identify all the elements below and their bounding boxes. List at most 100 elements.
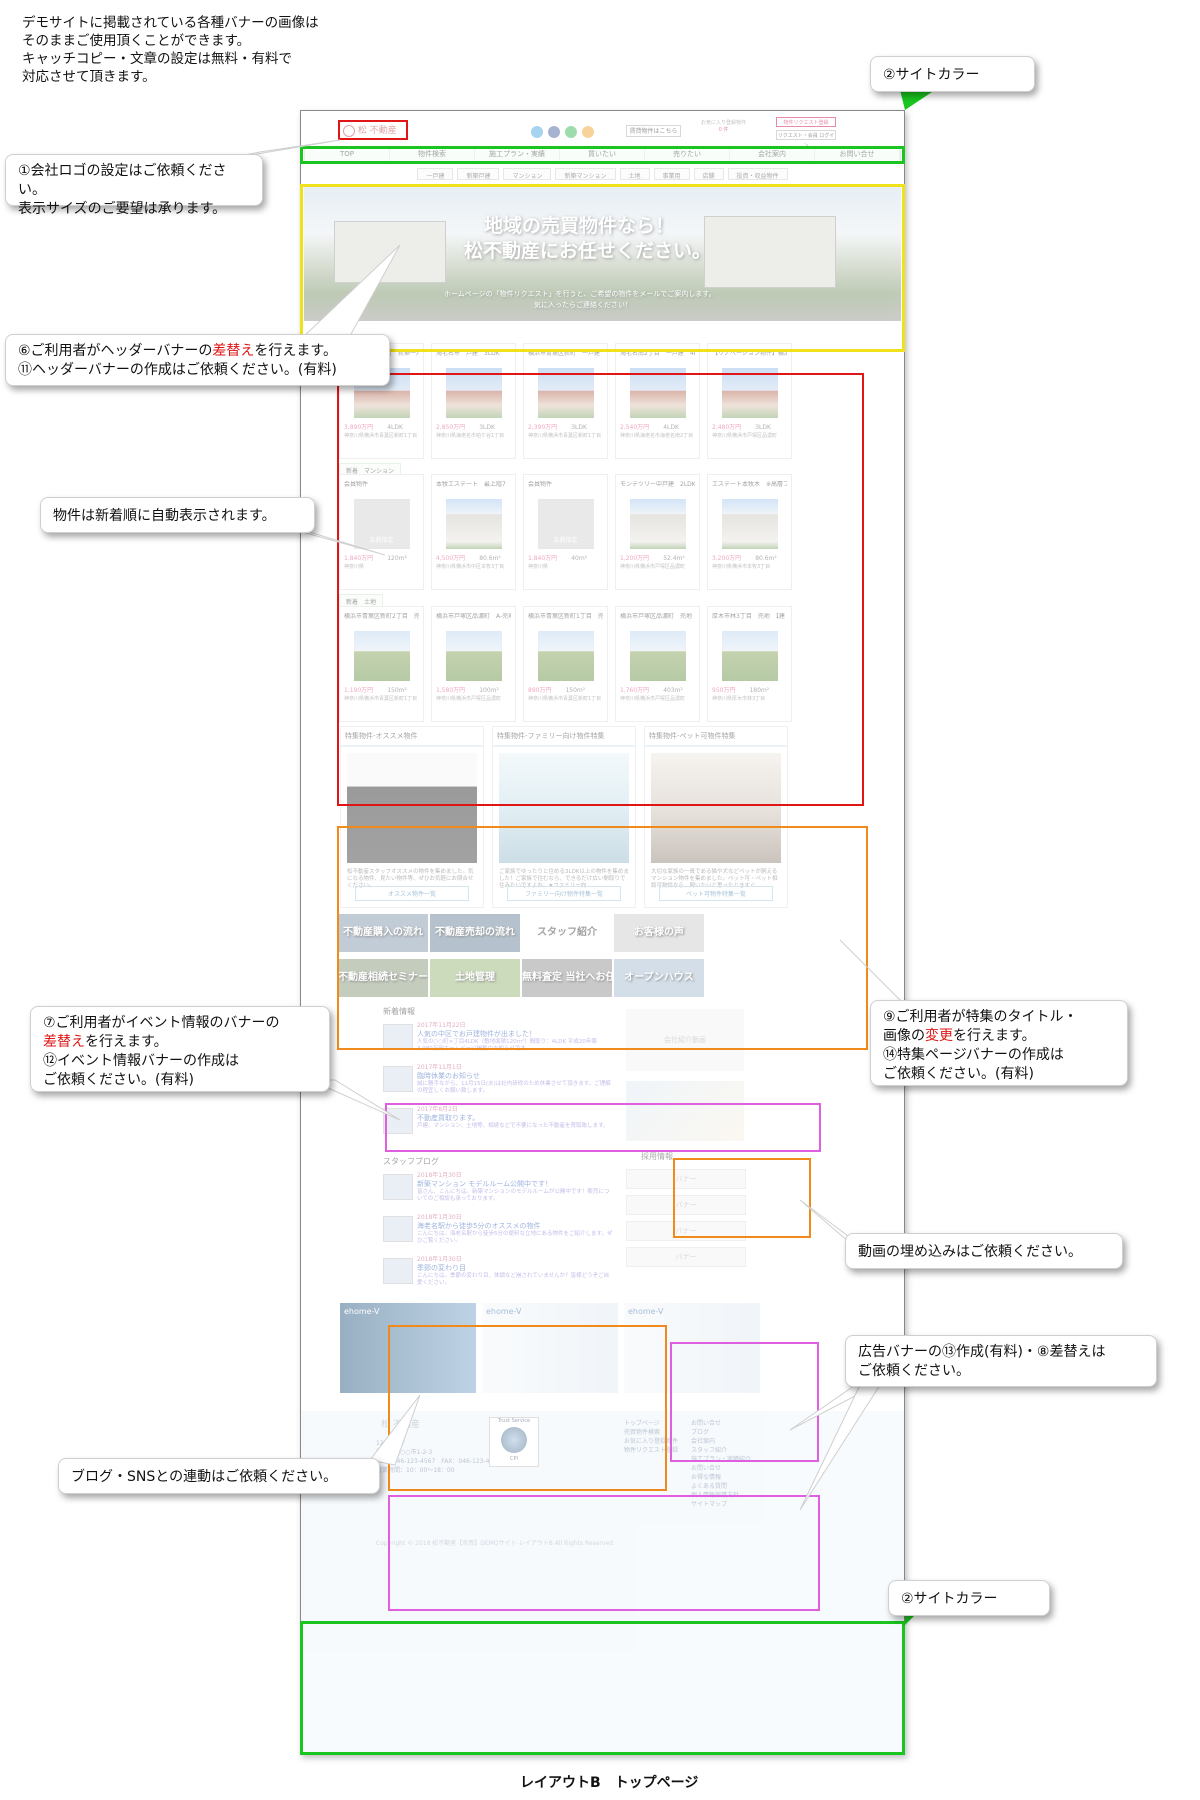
- event-banner[interactable]: 無料査定 当社へお任せください: [522, 959, 612, 997]
- list-title-link[interactable]: 海老名駅から徒歩5分のオススメの物件: [417, 1222, 541, 1230]
- sub-nav-item[interactable]: 一戸建: [417, 168, 454, 180]
- footer-link[interactable]: お問い合せ: [691, 1420, 722, 1427]
- event-banner[interactable]: 土地管理: [430, 959, 520, 997]
- hero-subtitle: 気に入ったらご連絡ください！: [534, 301, 632, 309]
- nav-item[interactable]: 売りたい: [645, 147, 730, 161]
- list-item[interactable]: 2018年1月30日海老名駅から徒歩5分のオススメの物件こんにちは。海老名駅から…: [383, 1212, 613, 1252]
- member-lock-label: 会員指定: [553, 537, 578, 544]
- ad-banner[interactable]: ehome-V: [624, 1303, 760, 1393]
- list-title-link[interactable]: 不動産買取ります。: [417, 1114, 480, 1122]
- footer-link[interactable]: サイトマップ: [691, 1501, 728, 1508]
- sub-nav-item[interactable]: 投資・収益物件: [727, 168, 788, 180]
- feature-list-button[interactable]: ペット可物件特集一覧: [659, 886, 773, 901]
- sub-nav-item[interactable]: 店舗: [693, 168, 724, 180]
- hero-banner[interactable]: 地域の売買物件なら！ 松不動産にお任せください。 ホームページの「物件リクエスト…: [304, 186, 901, 321]
- footer-link[interactable]: トップページ: [624, 1420, 660, 1427]
- event-banner[interactable]: 不動産購入の流れ: [338, 914, 428, 952]
- site-content: 松 不動産 賃貸物件はこちら お気に入り登録物件 0 件 物件リクエスト登録 リ…: [301, 111, 904, 1754]
- footer-link[interactable]: お問い合せ: [691, 1465, 722, 1472]
- list-item[interactable]: 2018年1月30日新築マンション モデルルーム公開中です！皆さん、こんにちは。…: [383, 1170, 613, 1210]
- facebook-icon[interactable]: [548, 126, 561, 138]
- list-title-link[interactable]: 季節の変わり目: [417, 1264, 466, 1272]
- feature-card[interactable]: 特集物件-オススメ物件松不動産スタッフオススメの物件を集めました。気になる物件、…: [340, 726, 484, 908]
- site-logo[interactable]: 松 不動産: [343, 123, 413, 139]
- nav-item[interactable]: お問い合せ: [815, 147, 900, 161]
- ad-banner-placeholder[interactable]: バナー: [626, 1195, 746, 1215]
- footer-link[interactable]: お気に入り登録物件: [624, 1438, 679, 1445]
- list-item[interactable]: 2017年11月1日臨時休業のお知らせ誠に勝手ながら、11月15日(水)は社内研…: [383, 1062, 613, 1102]
- footer-link[interactable]: スタッフ紹介: [691, 1447, 728, 1454]
- footer-link[interactable]: ブログ: [691, 1429, 710, 1436]
- rent-button[interactable]: 賃貸物件はこちら: [626, 125, 681, 137]
- list-date: 2017年8月2日: [417, 1106, 458, 1113]
- feature-card[interactable]: 特集物件-ファミリー向け物件特集ご家族でゆったりと住める3LDK以上の物件を集め…: [492, 726, 636, 908]
- price-value: 1,580万円: [436, 687, 466, 694]
- callout-line: ⑨ご利用者が特集のタイトル・: [883, 1009, 1078, 1025]
- property-address: 神奈川県横浜市中区本牧3丁目: [436, 564, 505, 570]
- recruit-banner[interactable]: [626, 1081, 744, 1141]
- sub-nav-item[interactable]: 事業用: [653, 168, 690, 180]
- line-icon[interactable]: [565, 126, 578, 138]
- event-banner[interactable]: スタッフ紹介: [522, 914, 612, 952]
- sub-nav-item[interactable]: 新築マンション: [555, 168, 616, 180]
- ad-banner[interactable]: ehome-V: [482, 1303, 618, 1393]
- nav-item[interactable]: 施工プラン・実績: [475, 147, 560, 161]
- nav-item[interactable]: 物件検索: [390, 147, 475, 161]
- video-embed[interactable]: 会社紹介動画: [626, 1009, 744, 1071]
- footer-link[interactable]: 施工プラン・実績紹介: [691, 1456, 752, 1463]
- ad-banner-placeholder[interactable]: バナー: [626, 1247, 746, 1267]
- twitter-icon[interactable]: [531, 126, 543, 138]
- event-banner[interactable]: お客様の声: [614, 914, 704, 952]
- list-item[interactable]: 2018年1月30日季節の変わり目こんにちは。季節の変わり目、体調など崩されてい…: [383, 1254, 613, 1294]
- feature-list-button[interactable]: ファミリー向け物件特集一覧: [507, 886, 621, 901]
- event-banner[interactable]: 不動産売却の流れ: [430, 914, 520, 952]
- price-value: 1,840万円: [344, 555, 374, 562]
- nav-item[interactable]: 買いたい: [560, 147, 645, 161]
- login-button[interactable]: リクエスト・会員 ログイン: [776, 130, 836, 149]
- request-button[interactable]: 物件リクエスト登録: [776, 117, 836, 127]
- sub-nav-item[interactable]: マンション: [503, 168, 552, 180]
- footer-link[interactable]: 会社案内: [691, 1438, 716, 1445]
- feature-card[interactable]: 特集物件-ペット可物件特集大切な家族の一員である猫や犬などペットが飼えるマンショ…: [644, 726, 788, 908]
- property-layout: 80.6m²: [755, 555, 777, 562]
- list-title-link[interactable]: 人気の中区でお戸建物件が出ました！: [417, 1030, 536, 1038]
- ad-banner-placeholder[interactable]: バナー: [626, 1169, 746, 1189]
- favorite-count[interactable]: お気に入り登録物件 0 件: [696, 119, 751, 133]
- property-image: 会員指定: [537, 499, 594, 549]
- property-title: 厚木市林3丁目 売地 【建: [712, 613, 785, 620]
- event-banner[interactable]: オープンハウス: [614, 959, 704, 997]
- nav-item[interactable]: 会社案内: [730, 147, 815, 161]
- footer-link[interactable]: よくある質問: [691, 1483, 728, 1490]
- footer-link[interactable]: 売買物件検索: [624, 1429, 661, 1436]
- bottom-ad-highlight: [388, 1495, 820, 1611]
- footer-link[interactable]: 物件リクエスト登録: [624, 1447, 679, 1454]
- sub-nav-item[interactable]: 土地: [619, 168, 650, 180]
- sub-nav-item[interactable]: 新築戸建: [457, 168, 500, 180]
- ad-banner[interactable]: ehome-V: [340, 1303, 476, 1393]
- rss-icon[interactable]: [582, 126, 595, 138]
- list-title-link[interactable]: 臨時休業のお知らせ: [417, 1072, 480, 1080]
- feature-list-button[interactable]: オススメ物件一覧: [355, 886, 469, 901]
- nav-item[interactable]: TOP: [305, 147, 390, 161]
- list-title-link[interactable]: 新築マンション モデルルーム公開中です！: [417, 1180, 553, 1188]
- blog-title: スタッフブログ: [383, 1157, 439, 1166]
- event-banner[interactable]: 不動産相続セミナー: [338, 959, 428, 997]
- footer-link[interactable]: お得な情報: [691, 1474, 722, 1481]
